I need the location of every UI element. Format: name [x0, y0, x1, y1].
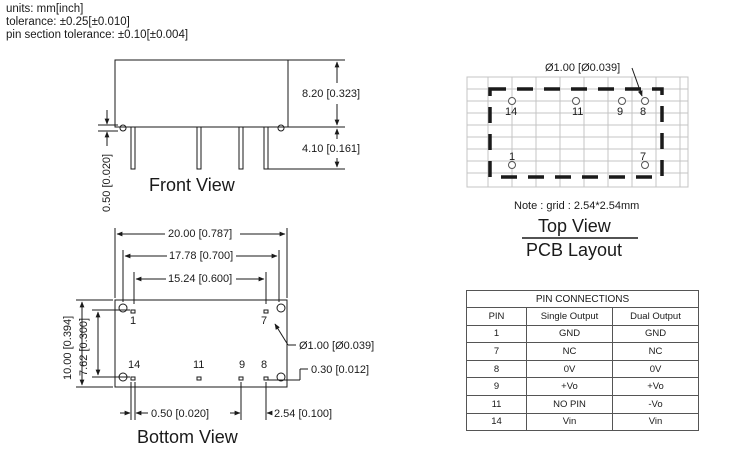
dual-output: -Vo	[611, 394, 700, 414]
bottom-dim-row: 7.62 [0.300]	[78, 318, 90, 376]
tolerance-note: tolerance: ±0.25[±0.010]	[6, 16, 130, 28]
bottom-pin-pad	[130, 376, 136, 381]
bottom-dim-pin-edge: 0.50 [0.020]	[151, 408, 209, 420]
pcb-outline	[488, 87, 664, 179]
pcb-pin-label: 7	[640, 151, 646, 163]
pcb-hole	[508, 97, 516, 105]
bottom-pin-label: 1	[130, 315, 136, 327]
pin-connections-table: PIN CONNECTIONS PIN Single Output Dual O…	[465, 290, 700, 432]
pcb-hole	[641, 161, 649, 169]
bottom-view	[76, 228, 308, 420]
pcb-hole-dim: Ø1.00 [Ø0.039]	[545, 62, 620, 74]
pcb-holes	[508, 97, 649, 169]
standoff-right	[277, 124, 285, 132]
front-pin	[263, 126, 269, 170]
bottom-dim-span2: 15.24 [0.600]	[168, 273, 232, 285]
front-view-title: Front View	[149, 175, 236, 195]
bottom-standoff	[276, 372, 286, 382]
single-output: 0V	[526, 359, 613, 379]
bottom-pin-label: 8	[261, 359, 267, 371]
bottom-pin-label: 9	[239, 359, 245, 371]
pcb-pin-label: 1	[509, 151, 515, 163]
bottom-pin-pad	[130, 309, 136, 314]
pin-table-header: Single Output	[526, 307, 613, 326]
pcb-hole-leader	[631, 67, 643, 97]
bottom-dim-pin-width: 0.30 [0.012]	[311, 364, 369, 376]
units-note: units: mm[inch]	[6, 3, 84, 15]
table-row: 1 GND GND	[466, 324, 700, 344]
bottom-dim-width: 20.00 [0.787]	[168, 228, 232, 240]
bottom-pin-label: 14	[128, 359, 140, 371]
single-output: NC	[526, 342, 613, 361]
top-view-title: Top View	[538, 216, 612, 236]
front-pin	[196, 126, 202, 170]
dual-output: +Vo	[611, 377, 700, 396]
pcb-hole	[508, 161, 516, 169]
bottom-view-body	[114, 299, 288, 388]
front-dim-height: 8.20 [0.323]	[302, 88, 360, 100]
dual-output: NC	[611, 342, 700, 361]
single-output: Vin	[526, 412, 613, 432]
pcb-hole	[618, 97, 626, 105]
pcb-grid-note: Note : grid : 2.54*2.54mm	[514, 200, 639, 212]
bottom-pin-pad	[263, 309, 269, 314]
pcb-pin-label: 9	[617, 106, 623, 118]
bottom-hole-dim: Ø1.00 [Ø0.039]	[299, 340, 374, 352]
pin-number: 9	[466, 377, 527, 396]
bottom-pin-pad	[238, 376, 244, 381]
front-dim-pin-length: 4.10 [0.161]	[302, 143, 360, 155]
pcb-hole	[641, 97, 649, 105]
single-output: GND	[526, 324, 613, 344]
front-pin	[130, 126, 136, 170]
bottom-pin-pad	[263, 376, 269, 381]
dual-output: Vin	[611, 412, 700, 432]
pin-tolerance-note: pin section tolerance: ±0.10[±0.004]	[6, 29, 189, 41]
bottom-standoff	[118, 303, 128, 313]
pcb-pin-label: 14	[505, 106, 517, 118]
table-row: 9 +Vo +Vo	[466, 377, 700, 396]
single-output: NO PIN	[526, 394, 613, 414]
bottom-pin-label: 11	[193, 359, 204, 371]
front-pin	[238, 126, 244, 170]
bottom-view-title: Bottom View	[137, 427, 239, 447]
bottom-pin-label: 7	[261, 315, 267, 327]
pin-table-header: Dual Output	[611, 307, 700, 326]
bottom-dim-span1: 17.78 [0.700]	[169, 250, 233, 262]
table-row: 11 NO PIN -Vo	[466, 394, 700, 414]
table-row: 14 Vin Vin	[466, 412, 700, 432]
bottom-dim-depth: 10.00 [0.394]	[62, 316, 74, 380]
dual-output: GND	[611, 324, 700, 344]
pin-number: 8	[466, 359, 527, 379]
standoff-left	[119, 124, 127, 132]
table-row: 7 NC NC	[466, 342, 700, 361]
dual-output: 0V	[611, 359, 700, 379]
bottom-standoff	[276, 303, 286, 313]
front-view	[98, 59, 345, 170]
table-row: 8 0V 0V	[466, 359, 700, 379]
front-dim-standoff: 0.50 [0.020]	[101, 154, 113, 212]
pcb-grid	[466, 76, 689, 188]
pcb-layout-title: PCB Layout	[526, 240, 622, 260]
pin-table-header: PIN	[466, 307, 527, 326]
pcb-hole	[572, 97, 580, 105]
front-view-body	[114, 59, 289, 128]
single-output: +Vo	[526, 377, 613, 396]
pcb-pin-label: 8	[640, 106, 646, 118]
pcb-pin-label: 11	[572, 106, 583, 118]
pin-number: 1	[466, 324, 527, 344]
pin-table-caption: PIN CONNECTIONS	[465, 290, 700, 308]
bottom-dim-pitch: 2.54 [0.100]	[274, 408, 332, 420]
pin-number: 7	[466, 342, 527, 361]
pin-number: 14	[466, 412, 527, 432]
pin-number: 11	[466, 394, 527, 414]
bottom-pin-pad	[196, 376, 202, 381]
